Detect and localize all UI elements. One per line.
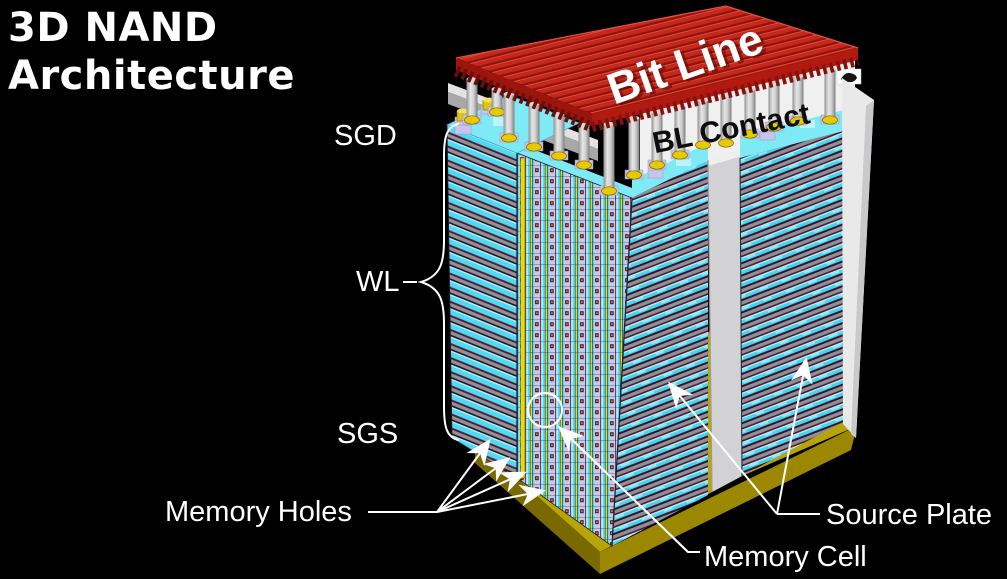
source-plate-callout: Source Plate xyxy=(668,357,992,531)
annotations: SGD WL SGS Memory Holes Memory Cell xyxy=(165,120,992,573)
stack-cross-section xyxy=(516,143,633,547)
bit-line-plate: Bit Line Bit Line xyxy=(453,5,860,133)
slide-title: 3D NAND Architecture xyxy=(8,4,295,100)
memory-cell-callout: Memory Cell xyxy=(526,391,867,573)
sgs-label: SGS xyxy=(337,418,398,450)
wl-label: WL xyxy=(356,266,400,298)
memory-holes-label: Memory Holes xyxy=(165,496,352,528)
memory-channel-exposed xyxy=(520,157,526,479)
stack-right-tower xyxy=(739,110,844,477)
wl-brace xyxy=(417,123,459,441)
sgd-label: SGD xyxy=(334,120,397,152)
memory-cell-circle xyxy=(526,391,564,429)
bl-contact-pillar xyxy=(574,122,594,170)
stack-side-face xyxy=(446,124,518,479)
source-plate-label: Source Plate xyxy=(826,499,992,531)
bl-contact-pillar xyxy=(524,101,544,152)
memory-holes-callout: Memory Holes xyxy=(165,438,546,528)
title-line-2: Architecture xyxy=(8,53,295,99)
memory-cell-label: Memory Cell xyxy=(704,541,867,573)
publisher-logo xyxy=(836,68,862,85)
bl-contact-pillar xyxy=(740,86,760,139)
slit-wall xyxy=(707,150,742,493)
edge-slab xyxy=(842,78,874,438)
bl-contact-pillars xyxy=(454,66,840,196)
title-line-1: 3D NAND xyxy=(8,5,218,51)
